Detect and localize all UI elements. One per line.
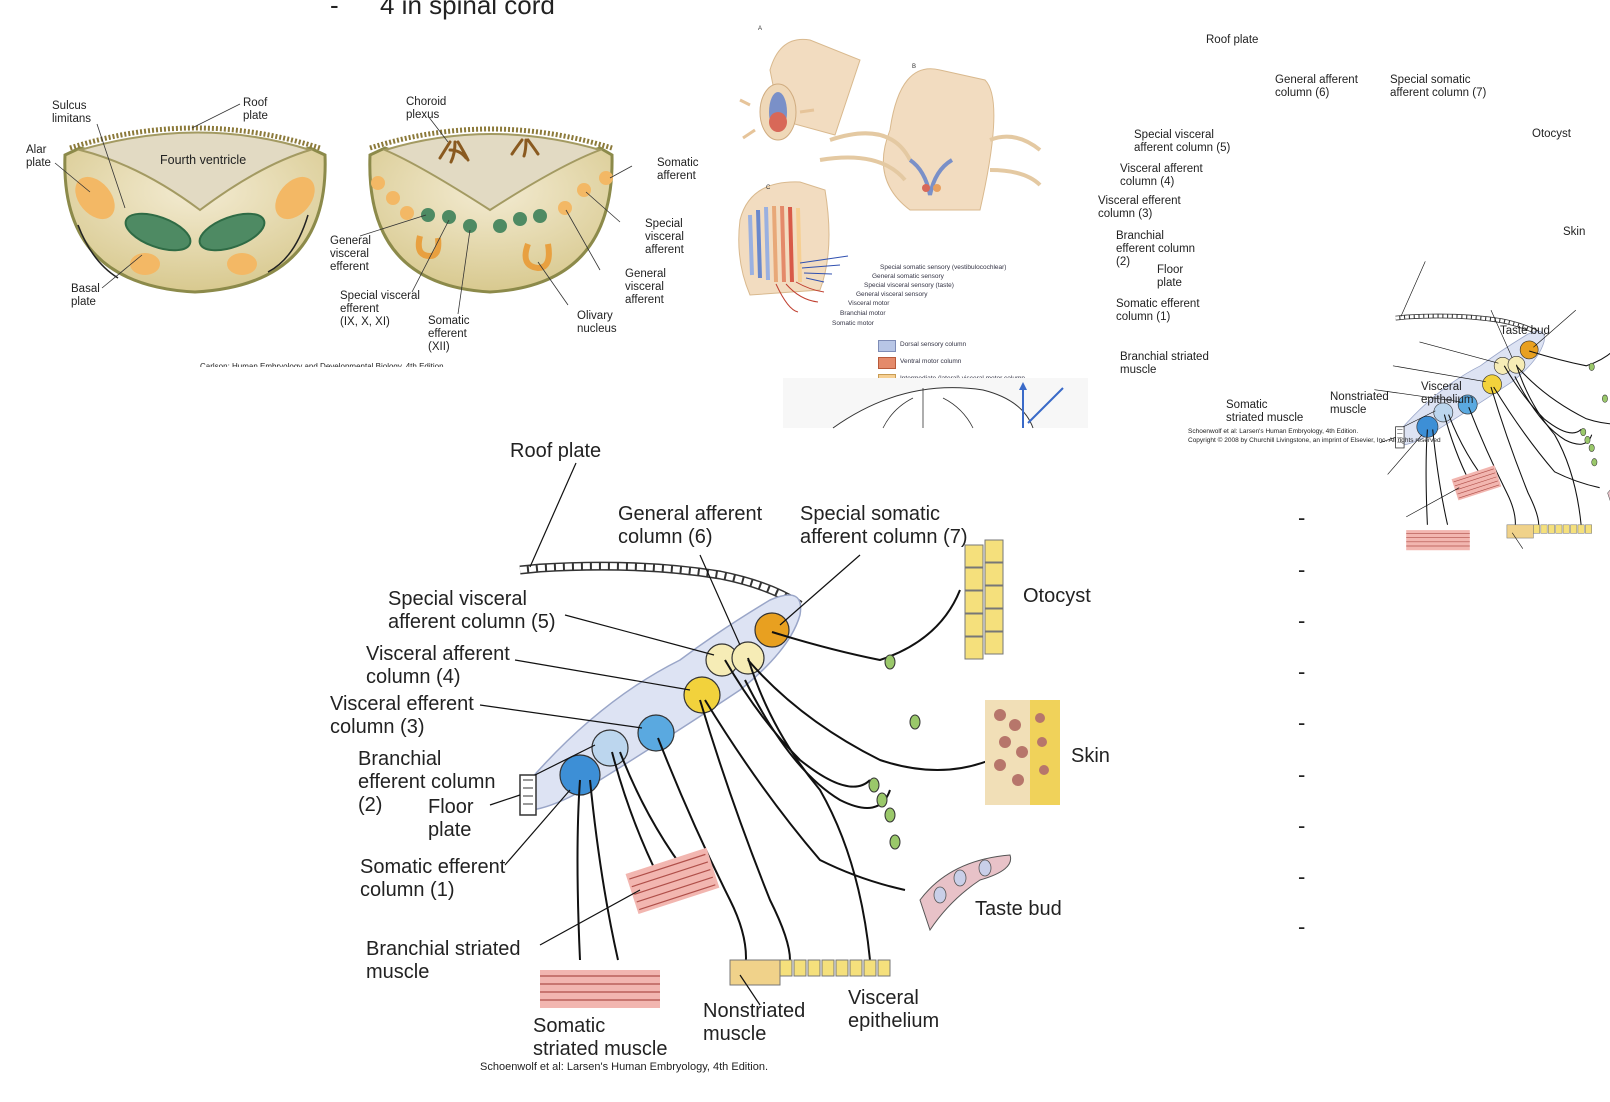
legend-swatch-dorsal (878, 340, 896, 352)
column-legend-item: Special somatic sensory (vestibulocochle… (880, 264, 1007, 271)
label-special-visceral-afferent: Special visceral afferent (645, 218, 684, 257)
label-general-visceral-efferent: General visceral efferent (330, 235, 371, 274)
label-general-visceral-afferent: General visceral afferent (625, 268, 666, 307)
small-label-roof-plate: Roof plate (1206, 34, 1259, 46)
label-roof-plate: Roof plate (510, 440, 602, 462)
label-otocyst: Otocyst (1023, 585, 1091, 607)
small-label-branchial-efferent: Branchial efferent column (2) (1116, 230, 1196, 269)
label-somatic-afferent: Somatic afferent (657, 157, 699, 183)
brainstem-sections-drawing (54, 103, 633, 315)
small-label-somatic-efferent: Somatic efferent column (1) (1116, 298, 1200, 324)
column-legend-item: Visceral motor (848, 300, 890, 307)
dash-item: - (1298, 710, 1306, 735)
label-skin: Skin (1071, 745, 1110, 767)
small-caption: Schoenwolf et al: Larsen's Human Embryol… (1188, 428, 1359, 435)
label-nonstriated-muscle: Nonstriated muscle (703, 1000, 806, 1045)
label-olivary-nucleus: Olivary nucleus (577, 310, 617, 336)
small-label-taste-bud: Taste bud (1500, 325, 1550, 337)
column-legend-item: General visceral sensory (856, 291, 928, 298)
legend-swatch-ventral (878, 357, 896, 369)
legend-label-ventral: Ventral motor column (900, 358, 962, 365)
label-special-somatic-afferent: Special somatic afferent column (7) (800, 503, 968, 548)
label-visceral-afferent: Visceral afferent column (4) (366, 643, 510, 688)
label-taste-bud: Taste bud (975, 898, 1062, 920)
dash-item: - (1298, 557, 1306, 582)
label-general-afferent: General afferent column (6) (618, 503, 763, 548)
label-a: A (758, 26, 763, 32)
column-legend-item: Special visceral sensory (taste) (864, 282, 954, 289)
spinal-cord-3d-drawing (738, 38, 1042, 313)
small-label-skin: Skin (1563, 226, 1586, 238)
dash-item: - (1298, 659, 1306, 684)
label-sulcus-limitans: Sulcus limitans (52, 100, 91, 126)
small-label-visceral-afferent: Visceral afferent column (4) (1120, 163, 1203, 189)
label-visceral-epithelium: Visceral epithelium (848, 987, 940, 1032)
small-label-special-somatic-afferent: Special somatic afferent column (7) (1390, 74, 1487, 100)
spinal-cord-section-crop (783, 378, 1088, 429)
label-alar-plate: Alar plate (26, 144, 51, 170)
label-somatic-efferent: Somatic efferent column (1) (360, 856, 506, 901)
small-label-floor-plate: Floor plate (1157, 264, 1184, 290)
small-label-somatic-striated-muscle: Somatic striated muscle (1226, 399, 1304, 425)
small-label-branchial-striated-muscle: Branchial striated muscle (1120, 351, 1209, 377)
label-choroid-plexus: Choroid plexus (406, 96, 447, 122)
label-branchial-efferent: Branchial efferent column (2) (358, 748, 496, 816)
small-label-special-visceral-afferent: Special visceral afferent column (5) (1134, 129, 1231, 155)
small-label-visceral-efferent: Visceral efferent column (3) (1098, 195, 1181, 221)
dash-item: - (1298, 813, 1306, 838)
large-caption: Schoenwolf et al: Larsen's Human Embryol… (480, 1061, 769, 1073)
label-somatic-striated-muscle: Somatic striated muscle (533, 1015, 668, 1060)
choroid-plexus-shape (438, 138, 540, 164)
label-branchial-striated-muscle: Branchial striated muscle (366, 938, 521, 983)
small-label-visceral-epithelium: Visceral epithelium (1421, 381, 1474, 407)
bullet-marker: - (330, 0, 339, 20)
label-floor-plate: Floor plate (428, 796, 474, 841)
dash-item: - (1298, 914, 1306, 939)
dash-item: - (1298, 762, 1306, 787)
label-basal-plate: Basal plate (71, 283, 100, 309)
dash-item: - (1298, 505, 1306, 530)
label-c: C (766, 185, 771, 191)
small-copyright: Copyright © 2008 by Churchill Livingston… (1188, 437, 1441, 444)
legend-label-dorsal: Dorsal sensory column (900, 341, 967, 348)
fig1-caption: Carlson: Human Embryology and Developmen… (200, 362, 444, 367)
label-roof-plate: Roof plate (243, 97, 268, 123)
label-special-visceral-efferent: Special visceral efferent (IX, X, XI) (340, 290, 420, 329)
column-legend-item: Somatic motor (832, 320, 874, 327)
label-fourth-ventricle: Fourth ventricle (160, 153, 247, 167)
small-label-nonstriated-muscle: Nonstriated muscle (1330, 391, 1389, 417)
label-special-visceral-afferent: Special visceral afferent column (5) (388, 588, 556, 633)
bullet-text: 4 in spinal cord (380, 0, 555, 20)
label-b: B (912, 64, 917, 70)
small-label-general-afferent: General afferent column (6) (1275, 74, 1358, 100)
dash-item: - (1298, 864, 1306, 889)
small-label-otocyst: Otocyst (1532, 128, 1571, 140)
column-legend-item: Branchial motor (840, 310, 886, 317)
dash-item: - (1298, 608, 1306, 633)
label-visceral-efferent: Visceral efferent column (3) (330, 693, 474, 738)
label-somatic-efferent: Somatic efferent (XII) (428, 315, 470, 354)
column-legend-item: General somatic sensory (872, 273, 944, 280)
